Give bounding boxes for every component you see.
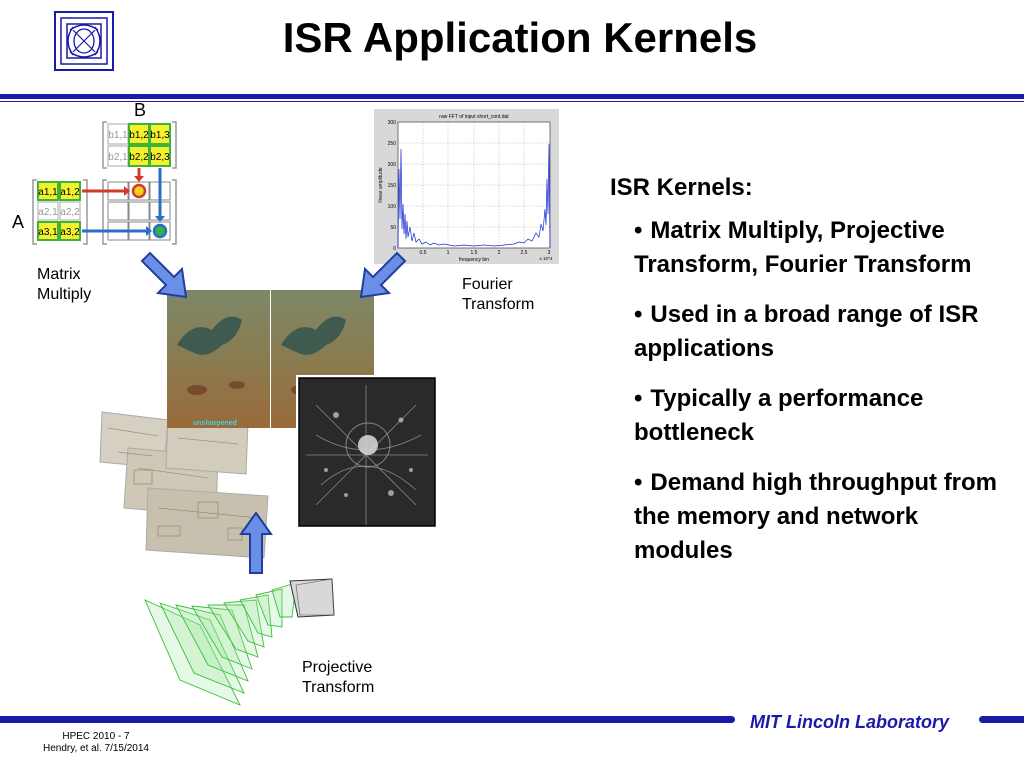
matrix-a-label: A xyxy=(12,212,24,232)
b-cell: b2,3 xyxy=(150,152,170,163)
svg-text:300: 300 xyxy=(388,120,397,126)
a-cell: a1,2 xyxy=(60,187,80,198)
a-cell: a2,1 xyxy=(38,207,58,218)
a-cell: a1,1 xyxy=(38,187,58,198)
fft-y-label: linear amplitude xyxy=(378,167,384,203)
fft-x-label: frequency bin xyxy=(459,257,489,263)
fft-plot-title: raw FFT of input short_cont.dat xyxy=(439,114,509,120)
b-cell: b2,2 xyxy=(129,152,149,163)
a-cell: a3,1 xyxy=(38,227,58,238)
svg-text:2.5: 2.5 xyxy=(521,250,528,256)
projective-transform-diagram xyxy=(144,578,335,706)
arrow-down-right-icon xyxy=(140,251,188,299)
svg-text:150: 150 xyxy=(388,183,397,189)
header-rule-thin xyxy=(0,101,1024,102)
svg-text:100: 100 xyxy=(388,204,397,210)
svg-text:2: 2 xyxy=(498,250,501,256)
matrix-multiply-label: Matrix Multiply xyxy=(37,266,92,303)
arrow-down-left-icon xyxy=(359,251,407,299)
fft-plot: raw FFT of input short_cont.dat linear a… xyxy=(374,109,559,264)
projective-transform-label: Projective Transform xyxy=(302,659,375,696)
bullet-item: •Typically a performance bottleneck xyxy=(634,385,924,446)
svg-text:1: 1 xyxy=(447,250,450,256)
isr-kernels-list: ISR Kernels: •Matrix Multiply, Projectiv… xyxy=(610,172,1000,584)
svg-text:1.5: 1.5 xyxy=(471,250,478,256)
arrow-up-icon xyxy=(239,511,273,574)
fft-x-scale: x 10^4 xyxy=(539,256,553,261)
a-cell: a2,2 xyxy=(60,207,80,218)
matrix-b-label: B xyxy=(134,100,146,120)
footer-event: HPEC 2010 - 7 xyxy=(62,731,130,742)
bullet-item: •Demand high throughput from the memory … xyxy=(634,469,998,564)
footer-citation: HPEC 2010 - 7 Hendry, et al. 7/15/2014 xyxy=(30,731,162,755)
mosaic-image xyxy=(99,411,269,559)
footer-brand: MIT Lincoln Laboratory xyxy=(750,712,950,732)
svg-text:3: 3 xyxy=(548,250,551,256)
b-cell: b2,1 xyxy=(108,152,128,163)
bullet-item: •Used in a broad range of ISR applicatio… xyxy=(634,301,979,362)
footer-author: Hendry, et al. 7/15/2014 xyxy=(43,743,149,754)
svg-text:0.5: 0.5 xyxy=(420,250,427,256)
b-cell: b1,2 xyxy=(129,130,149,141)
b-cell: b1,3 xyxy=(150,130,170,141)
footer-rule-left xyxy=(0,716,735,723)
svg-text:50: 50 xyxy=(390,225,396,231)
unsharpened-caption: unsharpened xyxy=(193,420,237,427)
lincoln-lab-logo xyxy=(53,10,115,72)
isr-kernels-heading: ISR Kernels: xyxy=(610,174,753,201)
svg-text:200: 200 xyxy=(388,162,397,168)
footer-rule-right xyxy=(979,716,1024,723)
fourier-transform-label: Fourier Transform xyxy=(462,276,535,313)
bullet-item: •Matrix Multiply, Projective Transform, … xyxy=(634,217,972,278)
slide-title: ISR Application Kernels xyxy=(282,14,758,61)
a-cell: a3,2 xyxy=(60,227,80,238)
header-rule-thick xyxy=(0,94,1024,99)
b-cell: b1,1 xyxy=(108,130,128,141)
matrix-multiply-diagram: B A b1,1 b1,2 b1,3 b2,1 b2,2 b2,3 a1,1 a… xyxy=(12,100,177,245)
sar-image xyxy=(296,375,438,529)
svg-text:250: 250 xyxy=(388,141,397,147)
svg-text:0: 0 xyxy=(393,246,396,252)
